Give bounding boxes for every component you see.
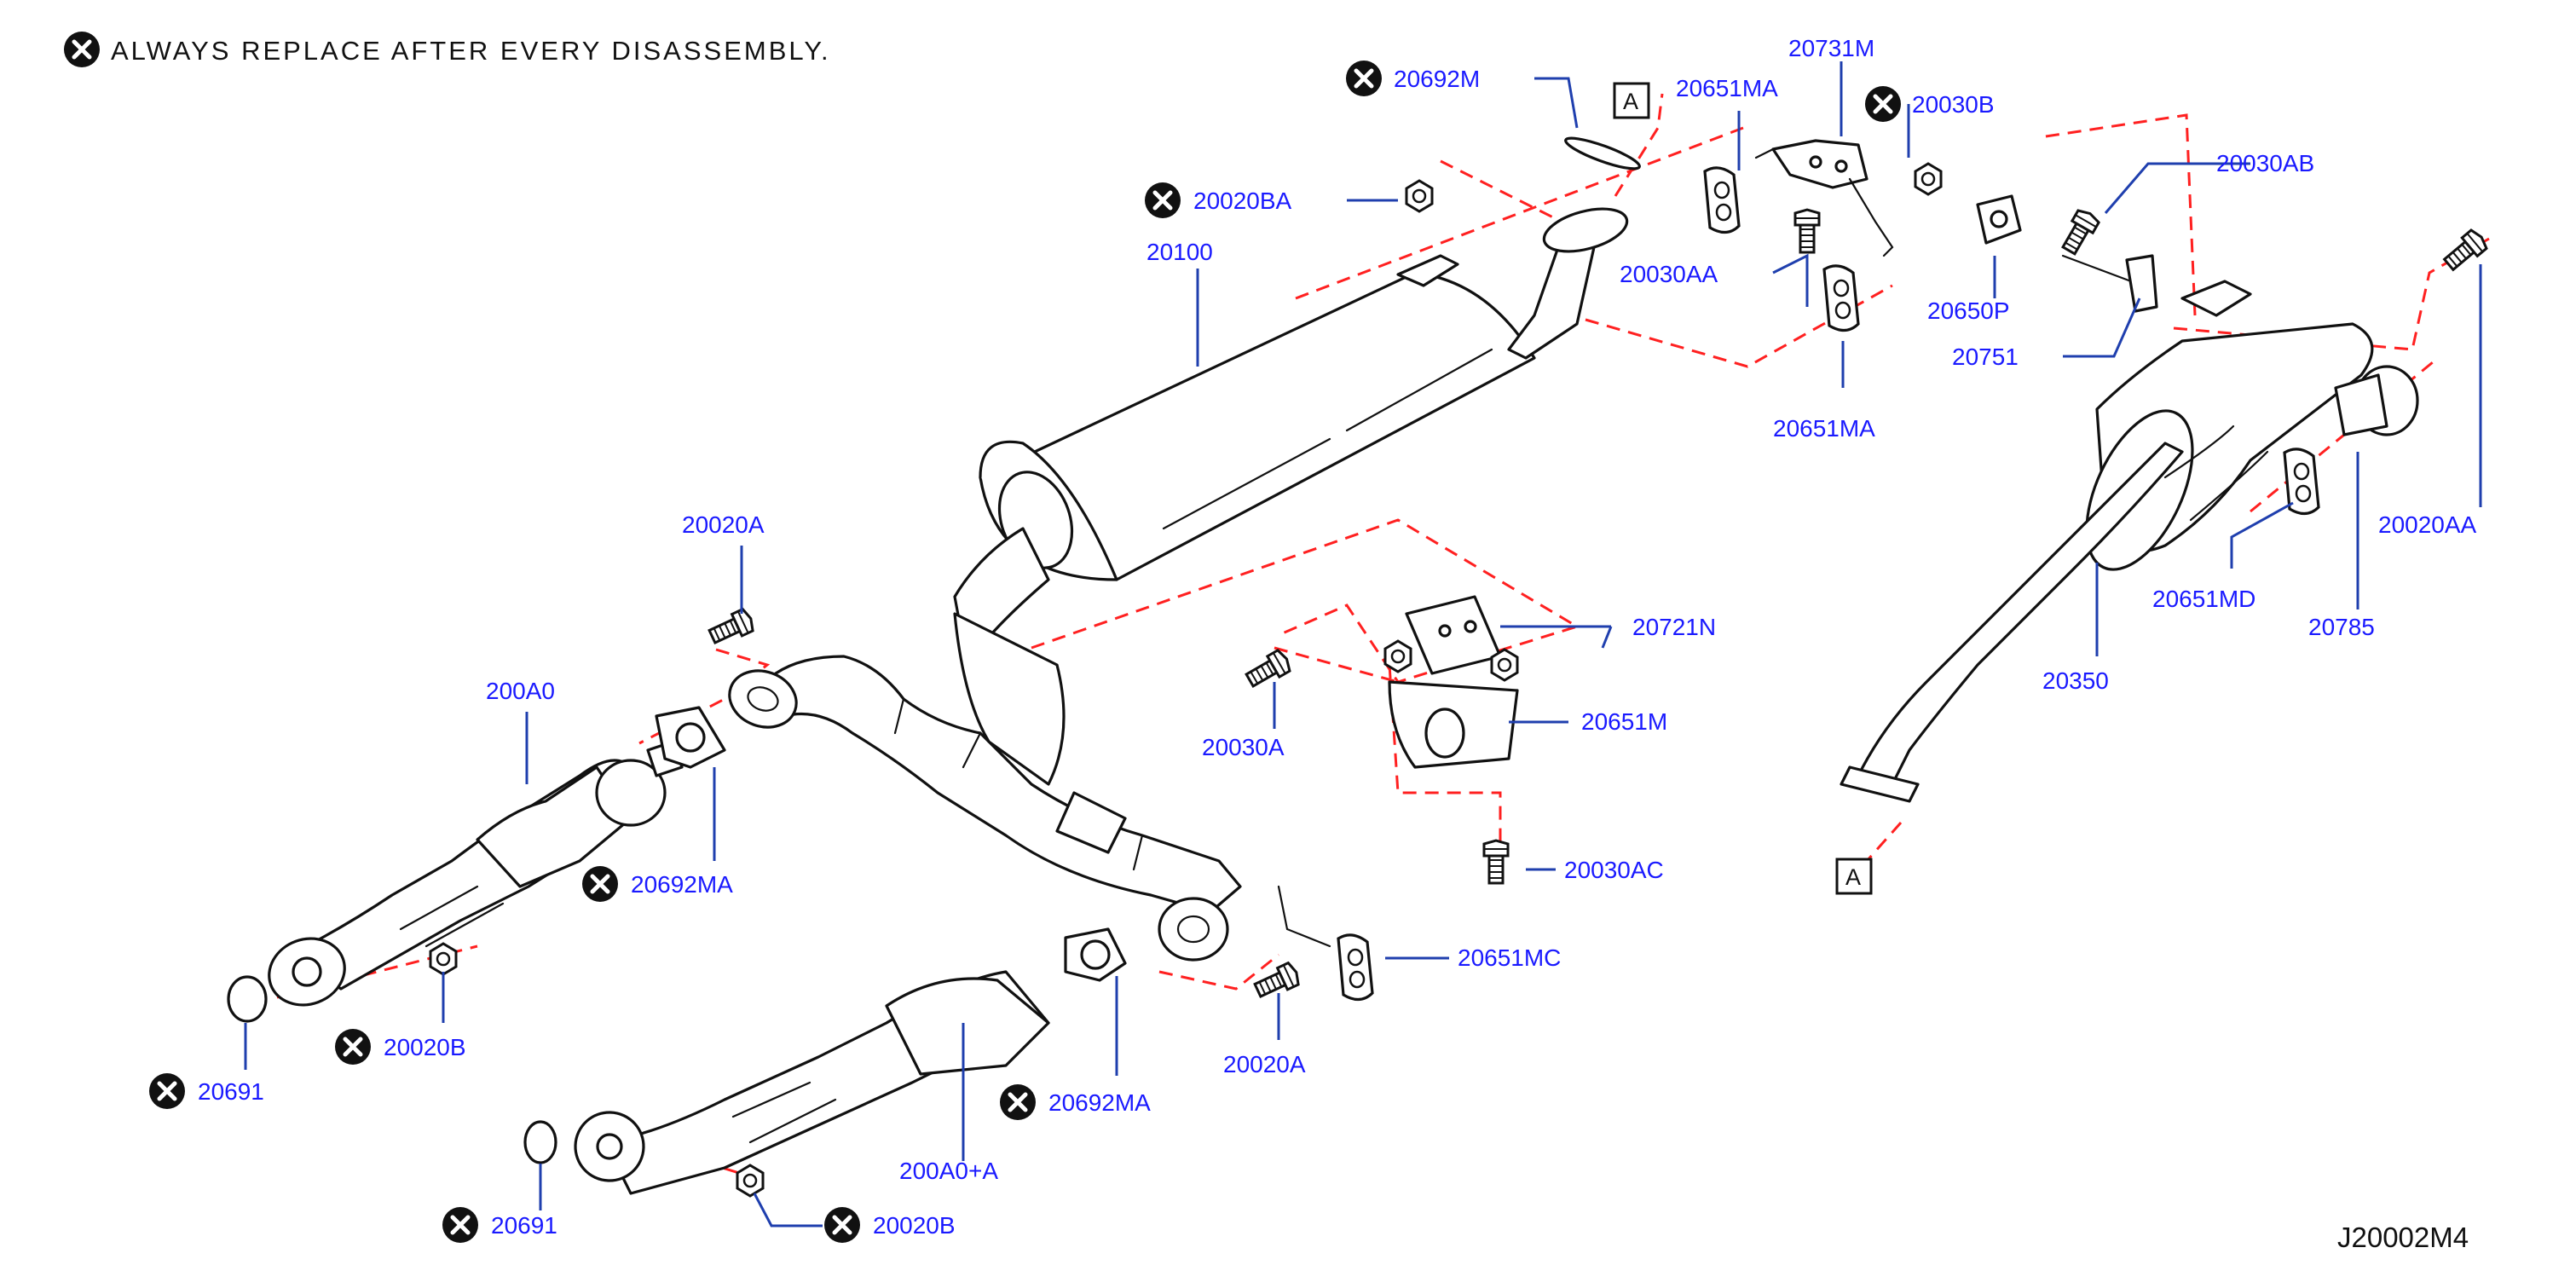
hanger-rod-20651MC <box>1277 885 1331 948</box>
label-20785: 20785 <box>2308 614 2375 640</box>
seal-ring-right <box>523 1120 557 1164</box>
part-labels: 20692M 20731M 20651MA 20030B 20030AB 200… <box>149 35 2477 1243</box>
mounting-bracket <box>1383 595 1519 769</box>
nut-20030B <box>1914 162 1943 196</box>
label-20030A: 20030A <box>1202 734 1285 760</box>
bolt-20020A-top <box>706 606 758 649</box>
nut-20020B-right <box>736 1164 765 1198</box>
label-20692M: 20692M <box>1394 66 1480 92</box>
label-20650P: 20650P <box>1927 297 2010 324</box>
label-20691-left: 20691 <box>198 1078 264 1105</box>
insulator-20650P <box>1976 194 2022 245</box>
bolt-20030A <box>1242 647 1294 692</box>
nut-20020BA <box>1405 179 1434 213</box>
replace-mark-icon <box>1865 86 1901 122</box>
gasket-top <box>1564 136 1641 170</box>
replace-mark-icon <box>824 1207 860 1243</box>
assembly-dashed-lines <box>276 93 2490 1178</box>
center-muffler <box>953 207 1629 667</box>
label-20692MA-right: 20692MA <box>1048 1089 1151 1116</box>
label-20030AA: 20030AA <box>1620 261 1718 287</box>
label-200A0: 200A0 <box>486 678 555 704</box>
label-20100: 20100 <box>1146 239 1213 265</box>
gasket-right <box>1064 927 1127 982</box>
label-20692MA-left: 20692MA <box>631 871 733 898</box>
svg-text:A: A <box>1623 89 1638 114</box>
ref-marker-bottom: A <box>1835 858 1873 895</box>
label-20651MC: 20651MC <box>1458 944 1561 971</box>
insulator-20651MC <box>1337 933 1374 1002</box>
note-text: ALWAYS REPLACE AFTER EVERY DISASSEMBLY. <box>111 36 831 66</box>
front-tube-right <box>574 897 1229 1195</box>
replace-mark-icon <box>1346 61 1382 96</box>
replace-mark-icon <box>1145 182 1181 218</box>
diagram-code: J20002M4 <box>2337 1222 2469 1253</box>
ref-marker-top: A <box>1613 82 1650 119</box>
label-20721N: 20721N <box>1632 614 1716 640</box>
replace-mark-icon <box>582 866 618 902</box>
label-20020B-left: 20020B <box>384 1034 466 1060</box>
label-20030AB: 20030AB <box>2216 150 2314 176</box>
bolt-20020AA <box>2440 226 2491 275</box>
nut-20020B-left <box>429 942 458 976</box>
insulator-20651MA-bottom <box>1822 264 1860 332</box>
svg-text:A: A <box>1845 864 1861 890</box>
replace-mark-icon <box>1000 1084 1036 1120</box>
bolt-20020A-bottom <box>1251 960 1303 1002</box>
label-200A0A: 200A0+A <box>899 1158 998 1184</box>
label-20651MD: 20651MD <box>2152 586 2255 612</box>
label-20651M: 20651M <box>1581 708 1667 735</box>
front-tube-left <box>268 740 684 1007</box>
replace-mark-icon <box>64 32 100 67</box>
y-pipe <box>728 612 1242 914</box>
bolt-20030AB <box>2057 206 2102 258</box>
rear-muffler <box>1840 280 2419 803</box>
hanger-20751 <box>2061 254 2158 313</box>
replace-mark-icon <box>335 1029 371 1065</box>
replace-mark-icon <box>149 1073 185 1109</box>
replace-mark-icon <box>442 1207 478 1243</box>
disassembly-note: ALWAYS REPLACE AFTER EVERY DISASSEMBLY. <box>64 32 831 67</box>
gasket-left <box>655 706 726 769</box>
insulator-20651MA-top <box>1703 166 1741 234</box>
label-20651MA-top: 20651MA <box>1676 75 1778 101</box>
label-20691-right: 20691 <box>491 1212 557 1239</box>
label-20020A-bottom: 20020A <box>1223 1051 1306 1077</box>
label-20350: 20350 <box>2042 667 2109 694</box>
label-20020BA: 20020BA <box>1193 188 1292 214</box>
label-20020AA: 20020AA <box>2378 511 2477 538</box>
label-20751: 20751 <box>1952 344 2019 370</box>
label-20020B-right: 20020B <box>873 1212 956 1239</box>
label-20651MA-bottom: 20651MA <box>1773 415 1875 442</box>
leader-lines <box>244 61 2482 1227</box>
label-20030AC: 20030AC <box>1564 857 1664 883</box>
bolt-20030AC <box>1482 839 1510 885</box>
bolt-bracket-top <box>1793 208 1821 254</box>
label-20020A-top: 20020A <box>682 511 765 538</box>
label-20731M: 20731M <box>1788 35 1874 61</box>
hanger-bracket-20731M <box>1754 139 1894 257</box>
seal-ring-left <box>227 975 268 1023</box>
label-20030B: 20030B <box>1912 91 1995 118</box>
